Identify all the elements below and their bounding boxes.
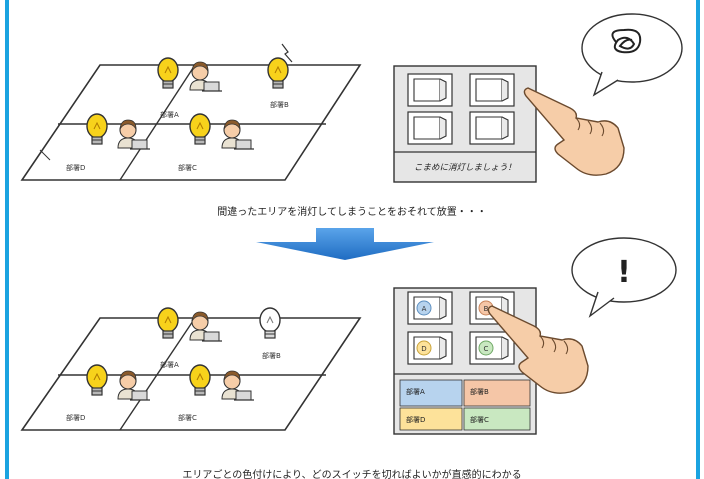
color-legend: 部署A 部署B 部署D 部署C xyxy=(399,379,531,431)
legend-label: 部署A xyxy=(406,387,425,396)
scribble-icon xyxy=(611,28,642,54)
top-room-b xyxy=(267,43,293,89)
left-border xyxy=(5,0,9,479)
bottom-floor-plan: 部署A 部署B 部署D 部署C xyxy=(20,307,362,431)
bottom-switch-panel: A B D C 部署A 部署B 部署D 部署C xyxy=(393,287,537,435)
top-room-label: 部署A xyxy=(160,110,179,119)
switch-color-dot xyxy=(478,340,494,356)
legend-label: 部署D xyxy=(406,415,425,424)
top-floor-plan: 部署A 部署B 部署D 部署C xyxy=(20,43,362,181)
switch-label: A xyxy=(422,305,427,313)
right-border xyxy=(696,0,700,479)
top-room-label: 部署C xyxy=(178,163,197,172)
switch-label: C xyxy=(484,345,489,353)
light-switch xyxy=(407,73,453,107)
hand-pointer-icon xyxy=(523,87,625,176)
top-caption: 間違ったエリアを消灯してしまうことをおそれて放置・・・ xyxy=(217,207,487,218)
top-room-label: 部署B xyxy=(270,100,289,109)
switch-color-dot xyxy=(416,340,432,356)
bottom-room-label: 部署C xyxy=(178,413,197,422)
transition-arrow xyxy=(256,228,434,260)
top-speech-bubble xyxy=(581,13,683,97)
bottom-room-label: 部署B xyxy=(262,351,281,360)
spark-icon xyxy=(281,43,293,63)
bottom-room-label: 部署D xyxy=(66,413,85,422)
switch-label: B xyxy=(484,305,489,313)
top-room-label: 部署D xyxy=(66,163,85,172)
panel-caption: こまめに消灯しましょう！ xyxy=(414,162,516,173)
light-switch xyxy=(469,73,515,107)
bubble-symbol: ! xyxy=(617,255,631,290)
bottom-room-label: 部署A xyxy=(160,360,179,369)
bottom-speech-bubble: ! xyxy=(571,237,677,318)
switch-label: D xyxy=(421,345,426,353)
light-switch xyxy=(469,111,515,145)
top-switch-panel: こまめに消灯しましょう！ xyxy=(393,65,537,183)
light-switch xyxy=(407,111,453,145)
bottom-caption: エリアごとの色付けにより、どのスイッチを切ればよいかが直感的にわかる xyxy=(182,470,522,479)
legend-label: 部署B xyxy=(470,387,489,396)
switch-color-dot xyxy=(416,300,432,316)
legend-label: 部署C xyxy=(470,415,489,424)
